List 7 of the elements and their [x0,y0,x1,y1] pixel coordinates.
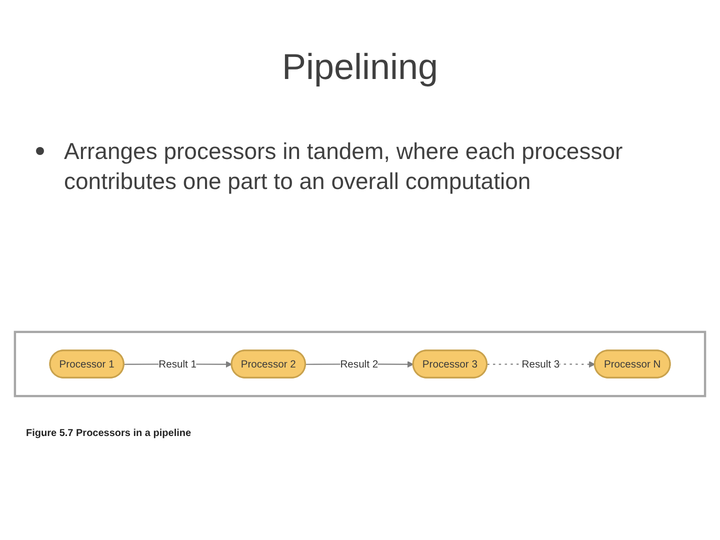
edge-label: Result 2 [340,358,378,370]
edge-label: Result 3 [522,358,560,370]
cluster [14,330,706,398]
figure-caption: Figure 5.7 Processors in a pipeline [26,428,192,439]
edge-label: Result 1 [158,358,197,370]
slide-title: Pipelining [282,46,438,88]
bullet-text: Arranges processors in tandem, where each processor contributes one part to an overall computation [64,137,624,196]
